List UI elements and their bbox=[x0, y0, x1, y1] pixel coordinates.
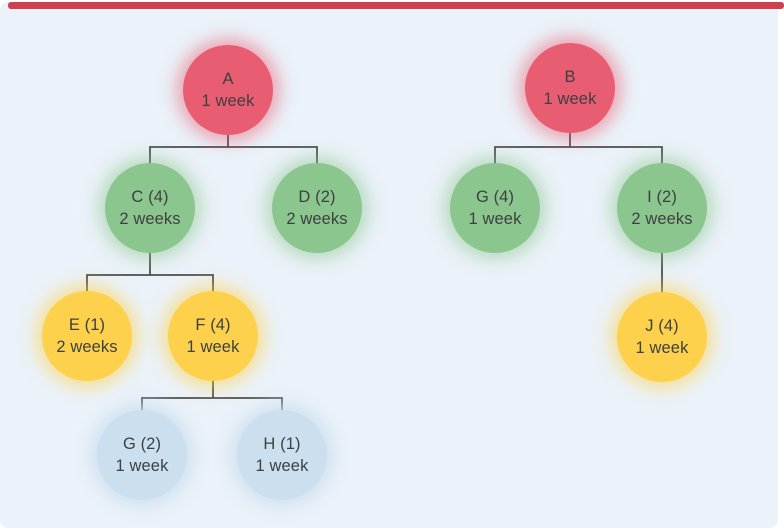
node-G4-label: G (4) bbox=[475, 188, 515, 206]
node-C-duration: 2 weeks bbox=[119, 210, 181, 228]
tree-node-J: J (4) 1 week bbox=[617, 292, 707, 382]
node-H-duration: 1 week bbox=[255, 457, 309, 475]
tree-node-B: B 1 week bbox=[525, 43, 615, 133]
node-B-label: B bbox=[564, 68, 576, 86]
node-F-label: F (4) bbox=[195, 316, 231, 334]
node-G2-duration: 1 week bbox=[115, 457, 169, 475]
node-I-duration: 2 weeks bbox=[631, 210, 693, 228]
tree-node-F: F (4) 1 week bbox=[168, 291, 258, 381]
node-J-label: J (4) bbox=[645, 317, 679, 335]
node-D-duration: 2 weeks bbox=[286, 210, 348, 228]
tree-node-I: I (2) 2 weeks bbox=[617, 163, 707, 253]
node-H-label: H (1) bbox=[263, 435, 301, 453]
node-G4-duration: 1 week bbox=[468, 210, 522, 228]
node-E-label: E (1) bbox=[68, 316, 106, 334]
tree-node-A: A 1 week bbox=[183, 45, 273, 135]
node-G2-label: G (2) bbox=[122, 435, 162, 453]
node-A-duration: 1 week bbox=[201, 92, 255, 110]
node-D-label: D (2) bbox=[298, 188, 336, 206]
tree-node-E: E (1) 2 weeks bbox=[42, 291, 132, 381]
node-I-label: I (2) bbox=[647, 188, 677, 206]
tree-node-G2: G (2) 1 week bbox=[97, 410, 187, 500]
node-J-duration: 1 week bbox=[635, 339, 689, 357]
node-E-duration: 2 weeks bbox=[56, 338, 118, 356]
tree-node-D: D (2) 2 weeks bbox=[272, 163, 362, 253]
node-F-duration: 1 week bbox=[186, 338, 240, 356]
node-C-label: C (4) bbox=[131, 188, 169, 206]
tree-node-G4: G (4) 1 week bbox=[450, 163, 540, 253]
tree-node-C: C (4) 2 weeks bbox=[105, 163, 195, 253]
tree-node-H: H (1) 1 week bbox=[237, 410, 327, 500]
node-B-duration: 1 week bbox=[543, 90, 597, 108]
node-A-label: A bbox=[222, 70, 234, 88]
top-accent-bar bbox=[8, 2, 784, 9]
connector-path bbox=[86, 132, 663, 411]
